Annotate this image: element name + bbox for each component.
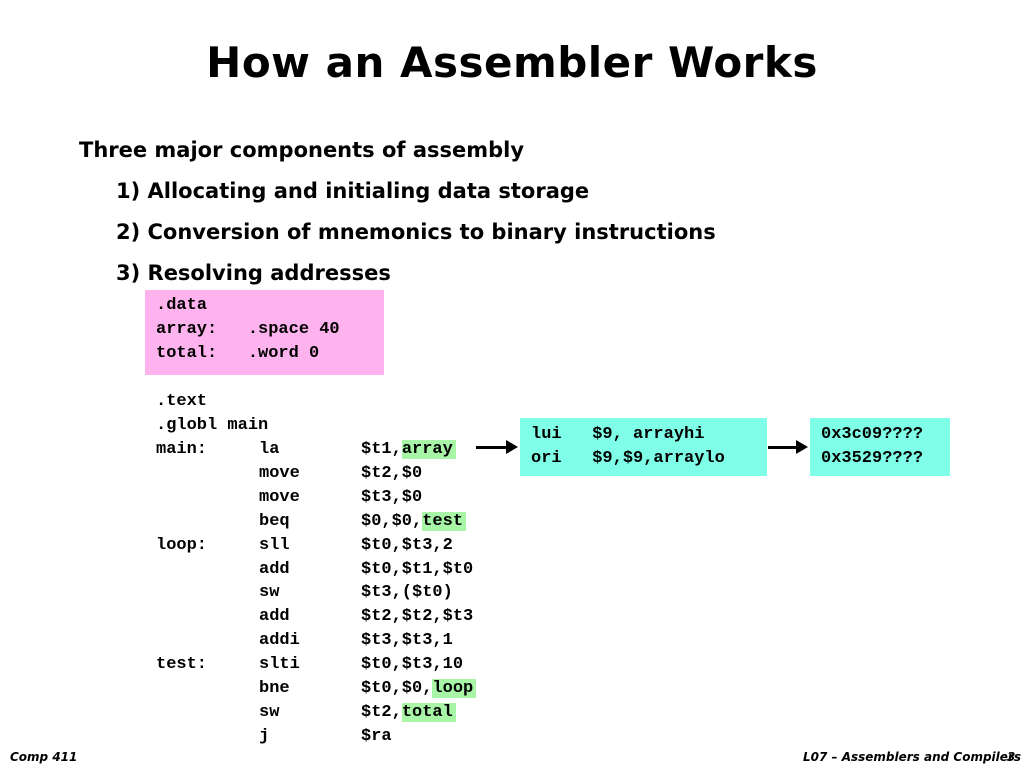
data-line: .data bbox=[156, 296, 208, 315]
code-opcode: add bbox=[259, 607, 290, 627]
machine-code-line: 0x3529???? bbox=[821, 449, 924, 468]
code-operand-text: $t0,$t1,$t0 bbox=[361, 559, 474, 579]
code-line: sw $t2,total bbox=[156, 701, 516, 725]
code-operands: $t0,$t3,2 bbox=[361, 534, 453, 558]
bullet-item: 2) Conversion of mnemonics to binary ins… bbox=[116, 220, 716, 244]
code-operand-text: $t2,$t2,$t3 bbox=[361, 607, 474, 627]
code-operand-text: $t3,$t3,1 bbox=[361, 631, 453, 651]
data-line: array: .space 40 bbox=[156, 320, 340, 339]
code-operands: $ra bbox=[361, 725, 392, 749]
code-opcode: sll bbox=[259, 535, 290, 555]
arrow-to-machine-code bbox=[768, 440, 808, 454]
directive-line: .text bbox=[156, 392, 208, 411]
data-line: total: .word 0 bbox=[156, 344, 320, 363]
code-operand-text: $t1, bbox=[361, 440, 402, 459]
code-line: move $t2,$0 bbox=[156, 462, 516, 486]
code-label: test: bbox=[156, 655, 208, 675]
code-operand-text: $t3,($t0) bbox=[361, 583, 453, 603]
bullet-main: Three major components of assembly bbox=[79, 138, 525, 162]
expansion-line: ori $9,$9,arraylo bbox=[531, 449, 725, 468]
code-opcode: bne bbox=[259, 679, 290, 698]
text-section: .text .globl main main: la $t1,array move $t… bbox=[0, 0, 1024, 746]
symbol-highlight: test bbox=[422, 511, 467, 531]
code-operand-text: $t0,$0, bbox=[361, 679, 433, 698]
data-section-box: .data array: .space 40 total: .word 0 bbox=[145, 290, 384, 375]
bullet-item: 1) Allocating and initialing data storag… bbox=[116, 179, 590, 203]
directive-line: .globl main bbox=[156, 416, 269, 435]
expansion-line: lui $9, arrayhi bbox=[531, 425, 705, 444]
code-operand-text: $t0,$t3,2 bbox=[361, 535, 453, 555]
code-opcode: move bbox=[259, 487, 300, 507]
code-operands: $t2,$t2,$t3 bbox=[361, 605, 473, 629]
code-operands: $t0,$0,loop bbox=[361, 677, 477, 701]
slide-title: How an Assembler Works bbox=[206, 38, 818, 87]
code-operands: $t0,$t3,10 bbox=[361, 653, 463, 677]
code-operands: $t2,total bbox=[361, 701, 456, 725]
code-line: bne $t0,$0,loop bbox=[156, 677, 516, 701]
code-operands: $t3,$0 bbox=[361, 486, 422, 510]
code-opcode: slti bbox=[259, 655, 300, 675]
code-opcode: add bbox=[259, 559, 290, 579]
footer-page-number: 3 bbox=[1007, 750, 1016, 764]
code-operands: $t1,array bbox=[361, 438, 456, 462]
code-operands: $0,$0,test bbox=[361, 510, 467, 534]
code-opcode: sw bbox=[259, 583, 280, 603]
code-line: add $t2,$t2,$t3 bbox=[156, 605, 516, 629]
code-opcode: j bbox=[259, 726, 270, 746]
machine-code-box: 0x3c09???? 0x3529???? bbox=[810, 418, 950, 476]
code-line: move $t3,$0 bbox=[156, 486, 516, 510]
symbol-highlight: loop bbox=[432, 679, 477, 698]
footer-course: Comp 411 bbox=[10, 750, 78, 764]
code-line: main: la $t1,array bbox=[156, 438, 516, 462]
code-operands: $t2,$0 bbox=[361, 462, 422, 486]
code-operand-text: $ra bbox=[361, 726, 392, 746]
code-operands: $t3,$t3,1 bbox=[361, 629, 453, 653]
pseudo-expansion-box: lui $9, arrayhi ori $9,$9,arraylo bbox=[520, 418, 767, 476]
code-opcode: addi bbox=[259, 631, 300, 651]
code-opcode: la bbox=[259, 440, 280, 459]
code-operand-text: $t3,$0 bbox=[361, 487, 423, 507]
code-line: addi $t3,$t3,1 bbox=[156, 629, 516, 653]
code-operand-text: $t2,$0 bbox=[361, 463, 423, 483]
code-line: beq $0,$0,test bbox=[156, 510, 516, 534]
code-opcode: move bbox=[259, 463, 300, 483]
machine-code-line: 0x3c09???? bbox=[821, 425, 924, 444]
code-operands: $t0,$t1,$t0 bbox=[361, 558, 473, 582]
arrow-to-expansion bbox=[476, 440, 518, 454]
code-line: loop: sll $t0,$t3,2 bbox=[156, 534, 516, 558]
code-opcode: beq bbox=[259, 511, 290, 531]
code-line: sw $t3,($t0) bbox=[156, 581, 516, 605]
code-operand-text: $t2, bbox=[361, 702, 402, 722]
code-operand-text: $0,$0, bbox=[361, 511, 423, 531]
symbol-highlight: array bbox=[401, 440, 456, 459]
code-opcode: sw bbox=[259, 702, 280, 722]
code-operands: $t3,($t0) bbox=[361, 581, 453, 605]
code-operand-text: $t0,$t3,10 bbox=[361, 655, 464, 675]
code-label: loop: bbox=[156, 535, 208, 555]
bullet-item: 3) Resolving addresses bbox=[116, 261, 391, 285]
symbol-highlight: total bbox=[401, 702, 456, 722]
code-line: add $t0,$t1,$t0 bbox=[156, 558, 516, 582]
code-line: test: slti $t0,$t3,10 bbox=[156, 653, 516, 677]
code-label: main: bbox=[156, 440, 208, 459]
code-line: j $ra bbox=[156, 725, 516, 749]
footer-lecture: L07 – Assemblers and Compilers bbox=[803, 750, 1021, 764]
